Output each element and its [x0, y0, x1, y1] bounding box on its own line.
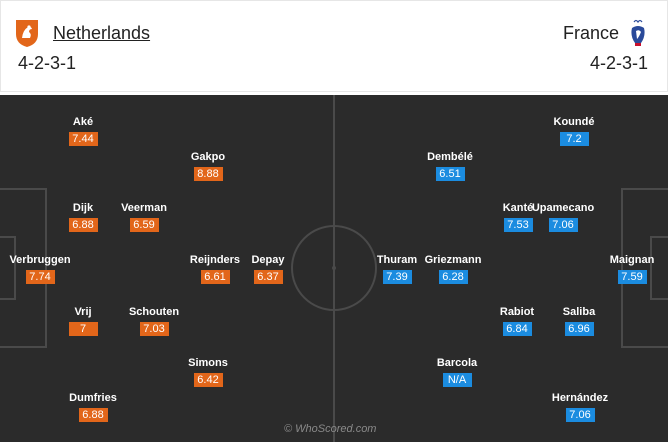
player-rating: 8.88	[193, 167, 223, 181]
home-player[interactable]: Gakpo 8.88	[168, 150, 248, 182]
away-player[interactable]: Saliba 6.96	[539, 305, 619, 337]
player-rating: 6.37	[253, 270, 283, 284]
player-rating: 6.61	[200, 270, 230, 284]
player-name: Verbruggen	[9, 254, 71, 266]
player-name: Schouten	[128, 306, 180, 318]
watermark: © WhoScored.com	[284, 423, 377, 435]
home-player[interactable]: Dijk 6.88	[43, 201, 123, 233]
netherlands-crest-icon	[14, 18, 40, 48]
away-player[interactable]: Koundé 7.2	[534, 115, 614, 147]
player-rating: 7.2	[559, 132, 589, 146]
home-player[interactable]: Schouten 7.03	[114, 305, 194, 337]
player-rating: 6.96	[564, 322, 594, 336]
away-player[interactable]: Upamecano 7.06	[523, 201, 603, 233]
home-player[interactable]: Simons 6.42	[168, 356, 248, 388]
home-player[interactable]: Dumfries 6.88	[53, 391, 133, 423]
player-name: Saliba	[562, 306, 596, 318]
player-rating: 6.84	[502, 322, 532, 336]
player-rating: 6.88	[78, 408, 108, 422]
player-rating: 6.88	[68, 218, 98, 232]
player-rating: 7.59	[617, 270, 647, 284]
away-player[interactable]: Dembélé 6.51	[410, 150, 490, 182]
player-rating: 7	[68, 322, 98, 336]
player-name: Rabiot	[499, 306, 535, 318]
away-team-name[interactable]: France	[562, 23, 619, 43]
home-player[interactable]: Verbruggen 7.74	[0, 253, 80, 285]
player-name: Reijnders	[189, 254, 241, 266]
player-rating: 7.03	[139, 322, 169, 336]
player-rating: 6.59	[129, 218, 159, 232]
home-team-name[interactable]: Netherlands	[53, 23, 151, 43]
pitch: Aké 7.44 Gakpo 8.88 Dijk 6.88 Veerman 6.…	[0, 95, 668, 442]
player-name: Dembélé	[427, 151, 473, 163]
away-formation: 4-2-3-1	[589, 53, 648, 73]
player-rating: 6.51	[435, 167, 465, 181]
player-name: Kanté	[502, 202, 534, 214]
player-name: Simons	[188, 357, 228, 369]
away-player[interactable]: Kanté 7.53	[478, 201, 558, 233]
player-rating: 7.06	[548, 218, 578, 232]
player-name: Hernández	[551, 392, 609, 404]
home-player[interactable]: Depay 6.37	[228, 253, 308, 285]
home-player[interactable]: Aké 7.44	[43, 115, 123, 147]
player-rating: 7.06	[565, 408, 595, 422]
player-name: Dijk	[72, 202, 94, 214]
player-rating: 7.39	[382, 270, 412, 284]
match-header: Netherlands 4-2-3-1 France 4-2-3-1	[0, 0, 668, 92]
home-formation: 4-2-3-1	[18, 53, 77, 73]
player-rating: 7.53	[503, 218, 533, 232]
player-name: Aké	[72, 116, 94, 128]
player-name: Maignan	[609, 254, 655, 266]
pitch-markings	[0, 95, 668, 442]
away-player[interactable]: Rabiot 6.84	[477, 305, 557, 337]
away-player[interactable]: Hernández 7.06	[540, 391, 620, 423]
player-name: Depay	[251, 254, 285, 266]
player-name: Gakpo	[190, 151, 226, 163]
player-name: Barcola	[436, 357, 478, 369]
player-rating: 6.28	[438, 270, 468, 284]
home-player[interactable]: Vrij 7	[43, 305, 123, 337]
away-player[interactable]: Griezmann 6.28	[413, 253, 493, 285]
away-player[interactable]: Barcola N/A	[417, 356, 497, 388]
away-player[interactable]: Thuram 7.39	[357, 253, 437, 285]
player-rating: N/A	[442, 373, 472, 387]
player-name: Koundé	[553, 116, 595, 128]
player-rating: 7.44	[68, 132, 98, 146]
player-rating: 6.42	[193, 373, 223, 387]
france-crest-icon	[627, 18, 649, 48]
player-name: Vrij	[74, 306, 92, 318]
player-rating: 7.74	[25, 270, 55, 284]
player-name: Thuram	[376, 254, 418, 266]
player-name: Griezmann	[424, 254, 482, 266]
player-name: Veerman	[121, 202, 167, 214]
player-name: Upamecano	[531, 202, 595, 214]
away-player[interactable]: Maignan 7.59	[592, 253, 668, 285]
home-player[interactable]: Veerman 6.59	[104, 201, 184, 233]
player-name: Dumfries	[69, 392, 117, 404]
home-player[interactable]: Reijnders 6.61	[175, 253, 255, 285]
